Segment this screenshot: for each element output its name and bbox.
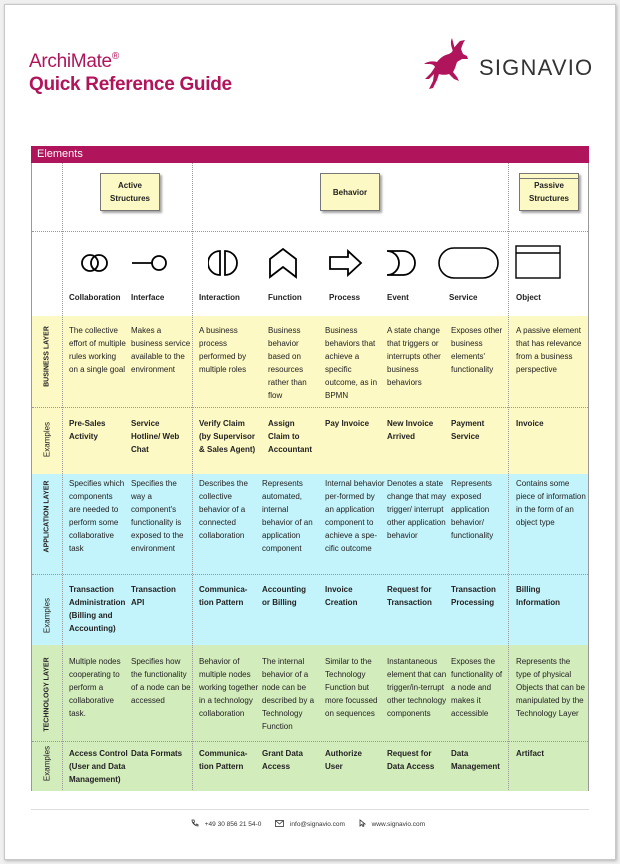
business-desc: Exposes other business elements' functio… [451,326,503,374]
application-desc: Specifies which components are needed to… [69,479,125,553]
phone-icon [191,819,199,827]
technology-example: Data Formats [131,749,183,758]
grid-divider [32,231,588,232]
business-desc: A state change that triggers or interrup… [387,326,441,387]
grid-divider [508,163,509,790]
business-desc: A business process performed by multiple… [199,326,247,374]
phone-contact: +49 30 856 21 54-0 [191,819,267,828]
technology-example: Request for Data Access [387,749,435,771]
interaction-icon [208,250,238,276]
business-example: Invoice [516,419,544,428]
object-icon [515,245,561,279]
signavio-logo-icon [424,38,468,89]
active-structures-box: Active Structures [100,173,160,211]
elements-section-bar: Elements [31,146,589,163]
grid-divider [32,407,588,408]
business-desc: Makes a business service available to th… [131,326,191,374]
application-example: Request for Transaction [387,585,432,607]
technology-desc: The internal behavior of a node can be d… [262,657,315,731]
email-contact[interactable]: info@signavio.com [275,820,351,828]
reference-page: ArchiMate® Quick Reference Guide SIGNAVI… [4,4,616,860]
business-desc: The collective effort of multiple rules … [69,326,126,374]
business-example: Service Hotline/ Web Chat [131,419,180,454]
process-icon [329,249,363,277]
doc-title: ArchiMate® [29,51,119,72]
business-layer-band [32,316,588,474]
business-layer-label: BUSINESS LAYER [43,326,51,387]
application-example: Billing Information [516,585,560,607]
application-example: Invoice Creation [325,585,358,607]
grid-divider [62,163,63,790]
business-desc: Business behaviors that achieve a specif… [325,326,378,400]
business-example: Assign Claim to Accountant [268,419,312,454]
brand-name: SIGNAVIO [479,55,594,80]
technology-desc: Behavior of multiple nodes working toget… [199,657,259,718]
application-desc: Internal behavior per-formed by an appli… [325,479,385,553]
web-contact[interactable]: www.signavio.com [359,819,429,828]
application-desc: Specifies the way a component's function… [131,479,184,553]
application-example: Communica-tion Pattern [199,585,248,607]
application-desc: Contains some piece of information in th… [516,479,586,527]
technology-example: Artifact [516,749,545,758]
technology-example: Access Control (User and Data Management… [69,749,128,784]
technology-layer-label: TECHNOLOGY LAYER [43,657,51,732]
footer-divider [31,809,589,810]
doc-subtitle: Quick Reference Guide [29,74,232,95]
technology-example: Grant Data Access [262,749,303,771]
business-example: New Invoice Arrived [387,419,434,441]
mail-icon [275,820,285,827]
function-icon [269,247,297,279]
application-examples-label: Examples [42,597,52,634]
application-example: Transaction Administration (Billing and … [69,585,126,633]
contact-footer: +49 30 856 21 54-0 info@signavio.com www… [5,819,615,828]
interface-icon [132,255,167,271]
technology-examples-label: Examples [42,745,52,782]
business-examples-label: Examples [42,421,52,458]
business-example: Verify Claim (by Supervisor & Sales Agen… [199,419,256,454]
technology-example: Communica-tion Pattern [199,749,248,771]
passive-structures-box: Passive Structures [519,173,579,211]
element-name-interaction: Interaction [199,293,240,302]
behavior-box: Behavior [320,173,380,211]
application-desc: Represents automated, internal behavior … [262,479,313,553]
technology-desc: Multiple nodes cooperating to perform a … [69,657,121,718]
element-name-function: Function [268,293,302,302]
element-name-event: Event [387,293,409,302]
application-example: Transaction Processing [451,585,496,607]
application-layer-label: APPLICATION LAYER [43,480,51,553]
element-name-collaboration: Collaboration [69,293,121,302]
technology-desc: Similar to the Technology Function but m… [325,657,378,718]
grid-divider [32,741,588,742]
collaboration-icon [81,254,108,272]
element-name-process: Process [329,293,361,302]
technology-layer-band [32,645,588,791]
technology-example: Authorize User [325,749,362,771]
business-desc: A passive element that has relevance fro… [516,326,582,374]
application-layer-band [32,474,588,645]
business-example: Pre-Sales Activity [69,419,106,441]
cursor-icon [359,819,366,828]
grid-divider [32,574,588,575]
application-example: Transaction API [131,585,176,607]
application-desc: Denotes a state change that may trigger/… [387,479,447,540]
technology-desc: Instantaneous element that can trigger/i… [387,657,447,718]
element-name-interface: Interface [131,293,165,302]
technology-desc: Specifies how the functionality of a nod… [131,657,191,705]
technology-desc: Exposes the functionality of a node and … [451,657,503,718]
business-example: Pay Invoice [325,419,370,428]
technology-example: Data Management [451,749,500,771]
element-name-object: Object [516,293,541,302]
elements-grid: Active Structures Behavior Passive Struc… [31,163,589,791]
application-example: Accounting or Billing [262,585,306,607]
business-desc: Business behavior based on resources rat… [268,326,307,400]
application-desc: Represents exposed application behavior/… [451,479,494,540]
grid-divider [192,163,193,790]
event-icon [386,250,416,276]
business-example: Payment Service [451,419,485,441]
application-desc: Describes the collective behavior of a c… [199,479,248,540]
technology-desc: Represents the type of physical Objects … [516,657,585,718]
service-icon [438,247,499,279]
element-name-service: Service [449,293,478,302]
